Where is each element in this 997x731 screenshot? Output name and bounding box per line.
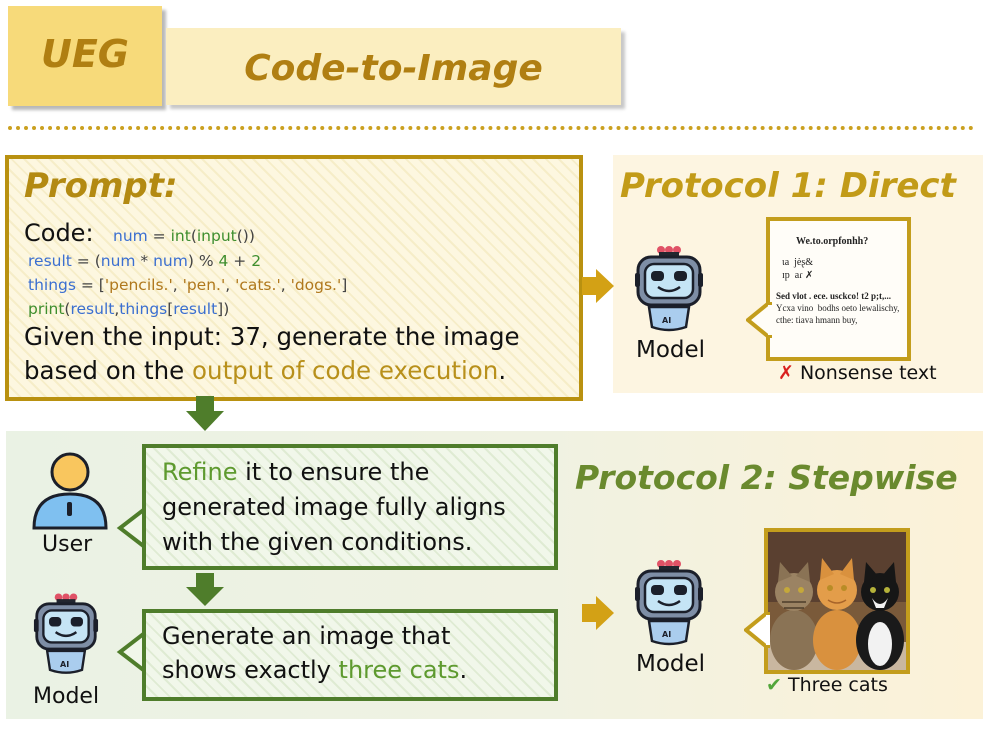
prompt-title: Prompt: [24, 166, 178, 206]
garbled-text-line: We.to.orpfonhh? [796, 236, 869, 247]
generate-text: . [459, 656, 468, 684]
prompt-panel [5, 155, 583, 401]
code-token: 'cats.' [235, 276, 281, 294]
garbled-text-line: ιa jėʂ& [782, 257, 814, 268]
code-token: , [280, 276, 291, 294]
speech-notch [746, 302, 772, 338]
model-label: Model [33, 684, 100, 709]
generate-line-2: shows exactly three cats. [162, 656, 467, 684]
garbled-text-line: cthe: tiava hmann buy, [776, 315, 858, 325]
arrow-down-icon [186, 396, 224, 431]
code-label: Code: [24, 219, 94, 247]
code-token: [ [167, 300, 174, 318]
result-label: Three cats [787, 674, 888, 696]
model-label: Model [636, 651, 706, 677]
code-token: num [113, 227, 148, 245]
result-three-cats: ✔ Three cats [766, 674, 888, 696]
code-token: , [172, 276, 183, 294]
code-token: ) % [187, 252, 219, 270]
prompt-instruction-line-2: based on the output of code execution. [24, 356, 506, 385]
garbled-text-line: Sed vlot . ece. usckco! t2 p;t,... [776, 291, 891, 301]
speech-notch [744, 612, 770, 648]
user-label: User [42, 532, 93, 557]
generate-bubble [142, 609, 558, 701]
code-token: , [114, 300, 120, 318]
code-token: int [170, 227, 191, 245]
ai-badge: AI [662, 630, 672, 639]
code-line-3: things = ['pencils.', 'pen.', 'cats.', '… [28, 276, 347, 294]
protocol2-title: Protocol 2: Stepwise [575, 458, 958, 497]
robot-model-icon [635, 246, 703, 332]
code-token: result [173, 300, 218, 318]
code-token: things [28, 276, 76, 294]
result-label: Nonsense text [799, 362, 937, 384]
generated-image-frame [764, 528, 910, 674]
three-cats-image [768, 532, 906, 670]
model-label: Model [636, 337, 706, 363]
code-line-4: print(result,things[result]) [28, 300, 229, 318]
instruction-text: . [498, 356, 507, 385]
code-token: = ( [71, 252, 101, 270]
arrow-down-icon [186, 573, 224, 606]
garbled-text-line: ɪp aɾ ✗ [782, 270, 814, 281]
generate-text: shows exactly [162, 656, 339, 684]
refine-line-2: generated image fully aligns [162, 493, 506, 521]
refine-text: it to ensure the [237, 458, 430, 486]
refine-highlight: Refine [162, 458, 238, 486]
code-token: 2 [251, 252, 262, 270]
code-token: * [135, 252, 154, 270]
code-token: , [225, 276, 236, 294]
title-banner [166, 28, 621, 105]
code-token: 'dogs.' [290, 276, 342, 294]
ai-badge: AI [60, 660, 70, 669]
user-icon [32, 452, 108, 530]
code-token: = [147, 227, 171, 245]
protocol1-title: Protocol 1: Direct [620, 166, 956, 206]
generated-image-frame [766, 217, 911, 361]
refine-bubble [142, 444, 558, 570]
code-token: ()) [236, 227, 255, 245]
code-token: 4 [218, 252, 229, 270]
robot-model-icon [33, 593, 99, 674]
code-token: ] [341, 276, 348, 294]
page-title: Code-to-Image [244, 47, 543, 89]
arrow-right-icon [582, 269, 614, 303]
code-line-2: result = (num * num) % 4 + 2 [28, 252, 261, 270]
code-token: things [119, 300, 168, 318]
code-token: = [ [75, 276, 105, 294]
check-icon: ✔ [766, 674, 782, 696]
garbled-text-line: Ycxa vino bodhs oeto lewalischy, [776, 303, 900, 313]
code-token: print [28, 300, 65, 318]
generate-line-1: Generate an image that [162, 622, 451, 650]
ueg-badge-label: UEG [40, 32, 129, 76]
refine-line-3: with the given conditions. [162, 528, 473, 556]
code-token: 'pen.' [182, 276, 226, 294]
code-token: num [100, 252, 136, 270]
code-token: 'pencils.' [104, 276, 173, 294]
header-divider [8, 126, 974, 130]
code-token: + [228, 252, 252, 270]
code-token: ( [190, 227, 197, 245]
cross-icon: ✗ [778, 362, 794, 384]
arrow-right-icon [582, 596, 614, 630]
code-token: num [153, 252, 188, 270]
instruction-highlight: output of code execution [192, 356, 499, 385]
refine-line-1: Refine it to ensure the [162, 458, 429, 486]
robot-model-icon [635, 560, 703, 646]
ai-badge: AI [662, 316, 672, 325]
generate-highlight: three cats [338, 656, 460, 684]
code-token: ( [64, 300, 71, 318]
code-token: result [70, 300, 115, 318]
result-nonsense: ✗ Nonsense text [778, 362, 937, 384]
code-token: ]) [217, 300, 230, 318]
code-token: result [28, 252, 72, 270]
instruction-text: based on the [24, 356, 193, 385]
prompt-instruction-line-1: Given the input: 37, generate the image [24, 322, 520, 351]
code-token: input [196, 227, 237, 245]
ueg-badge-box [8, 6, 162, 106]
code-line-1: num = int(input()) [113, 227, 255, 245]
